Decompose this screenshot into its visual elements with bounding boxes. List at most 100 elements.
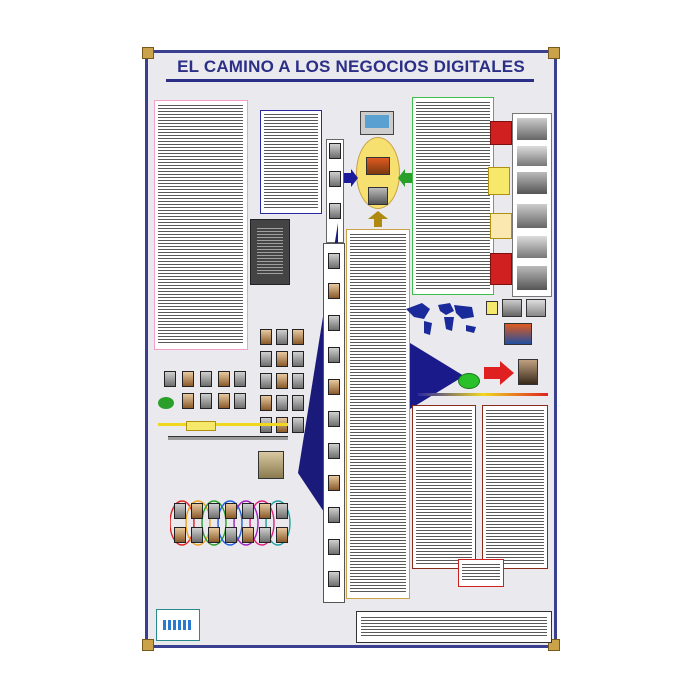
green-oval-badge bbox=[458, 373, 480, 389]
computer-icon bbox=[360, 111, 394, 135]
photo-thumbnail bbox=[517, 204, 547, 228]
gray-connector bbox=[168, 436, 288, 440]
yellow-tag bbox=[488, 167, 510, 195]
portrait-photo bbox=[328, 443, 340, 459]
red-tag bbox=[490, 253, 512, 285]
portrait-photo bbox=[259, 503, 271, 519]
portrait-photo bbox=[200, 371, 212, 387]
corner-ornament bbox=[142, 639, 154, 651]
portrait-photo bbox=[328, 507, 340, 523]
red-right-arrow bbox=[484, 361, 514, 385]
portrait-photo bbox=[174, 527, 186, 543]
dark-info-box bbox=[250, 219, 290, 285]
poster: EL CAMINO A LOS NEGOCIOS DIGITALES bbox=[142, 47, 560, 651]
text-block bbox=[257, 228, 283, 276]
portrait-grid bbox=[260, 329, 318, 479]
portrait-photo bbox=[234, 393, 246, 409]
portrait-photo bbox=[260, 395, 272, 411]
green-oval-badge bbox=[158, 397, 174, 409]
world-map-icon bbox=[406, 303, 476, 335]
ring-portraits bbox=[174, 503, 298, 545]
portrait-photo bbox=[191, 503, 203, 519]
portrait-photo bbox=[276, 373, 288, 389]
green-text-panel bbox=[412, 97, 494, 295]
text-block bbox=[361, 617, 547, 637]
portrait-photo bbox=[200, 393, 212, 409]
text-block bbox=[462, 564, 500, 582]
portrait-photo bbox=[225, 503, 237, 519]
yellow-tag bbox=[490, 213, 512, 239]
portrait-photo bbox=[292, 329, 304, 345]
dark-red-text-panel bbox=[412, 405, 476, 569]
portrait-photo bbox=[292, 417, 304, 433]
portrait-photo bbox=[328, 411, 340, 427]
portrait-photo bbox=[292, 373, 304, 389]
yellow-tag bbox=[186, 421, 216, 431]
portrait-photo bbox=[292, 395, 304, 411]
portrait-photo bbox=[276, 395, 288, 411]
portrait-photo bbox=[276, 351, 288, 367]
portrait-photo bbox=[328, 475, 340, 491]
portrait-photo bbox=[191, 527, 203, 543]
red-tag bbox=[490, 121, 512, 145]
portrait-photo bbox=[225, 527, 237, 543]
portrait-photo bbox=[182, 371, 194, 387]
center-text-panel bbox=[346, 229, 410, 599]
left-text-panel bbox=[154, 100, 248, 350]
poster-title: EL CAMINO A LOS NEGOCIOS DIGITALES bbox=[177, 57, 525, 76]
photo-thumbnail bbox=[517, 266, 547, 290]
photo-thumbnail bbox=[517, 146, 547, 166]
portrait-photo bbox=[329, 171, 341, 187]
portrait-photo bbox=[208, 527, 220, 543]
portrait-photo bbox=[276, 329, 288, 345]
yellow-connector bbox=[158, 423, 288, 426]
portrait-photo bbox=[259, 527, 271, 543]
portrait-photo bbox=[329, 203, 341, 219]
portrait-photo bbox=[276, 503, 288, 519]
portrait-ring-chain bbox=[170, 500, 291, 546]
portrait-photo bbox=[328, 283, 340, 299]
blue-big-arrow bbox=[410, 343, 464, 409]
portrait-photo bbox=[328, 539, 340, 555]
photo-thumbnail bbox=[504, 323, 532, 345]
text-block bbox=[416, 102, 490, 290]
text-block bbox=[264, 114, 318, 210]
text-block bbox=[350, 234, 406, 594]
portrait-photo bbox=[260, 329, 272, 345]
text-block bbox=[158, 105, 243, 345]
logo-box bbox=[156, 609, 200, 641]
logo-graphic bbox=[163, 620, 193, 630]
photo-thumbnail bbox=[486, 301, 498, 315]
machine-image bbox=[366, 157, 390, 175]
portrait-photo bbox=[260, 373, 272, 389]
colored-connector bbox=[418, 393, 548, 396]
photo-thumbnail bbox=[517, 236, 547, 258]
blue-text-panel bbox=[260, 110, 322, 214]
portrait-photo bbox=[174, 503, 186, 519]
text-block bbox=[486, 410, 544, 564]
portrait-photo bbox=[329, 143, 341, 159]
green-left-arrow bbox=[398, 169, 412, 187]
portrait-photo bbox=[328, 253, 340, 269]
portrait-photo bbox=[208, 503, 220, 519]
photo-thumbnail bbox=[258, 451, 284, 479]
portrait-photo bbox=[218, 393, 230, 409]
photo-thumbnail bbox=[526, 299, 546, 317]
photo-thumbnail bbox=[518, 359, 538, 385]
portrait-photo bbox=[242, 503, 254, 519]
footer-text-box bbox=[356, 611, 552, 643]
portrait-photo bbox=[260, 351, 272, 367]
blue-right-arrow bbox=[344, 169, 358, 187]
portrait-cluster bbox=[160, 371, 250, 421]
red-note-box bbox=[458, 559, 504, 587]
text-block bbox=[416, 410, 472, 564]
computer-screen bbox=[365, 115, 389, 128]
portrait-photo bbox=[182, 393, 194, 409]
dark-red-text-panel bbox=[482, 405, 548, 569]
portrait-photo bbox=[328, 347, 340, 363]
machine-image bbox=[368, 187, 388, 205]
portrait-photo bbox=[328, 379, 340, 395]
portrait-photo bbox=[234, 371, 246, 387]
photo-thumbnail bbox=[502, 299, 522, 317]
portrait-photo bbox=[276, 527, 288, 543]
